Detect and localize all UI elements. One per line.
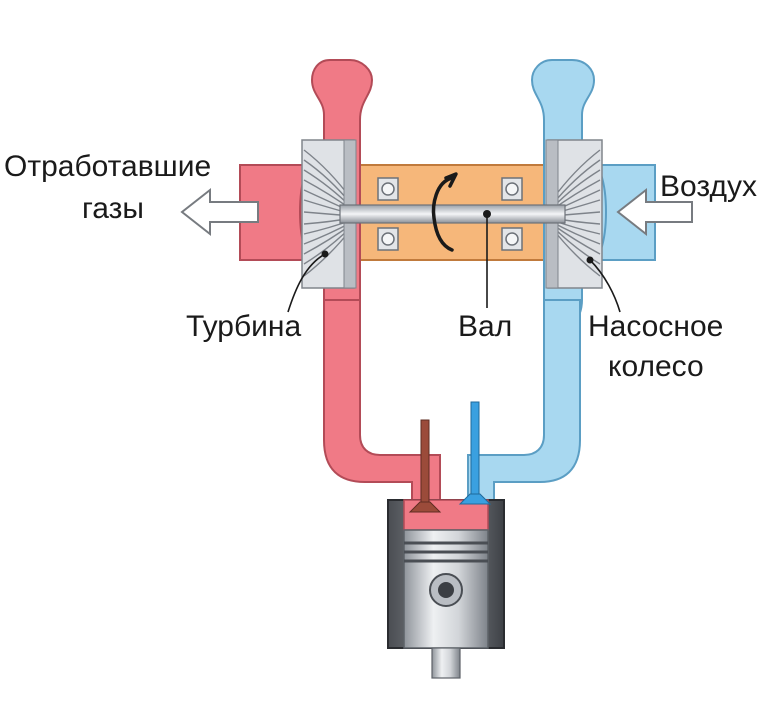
engine-cylinder [387, 499, 505, 679]
label-shaft: Вал [458, 310, 513, 343]
label-compressor-line2: колесо [608, 350, 704, 383]
intake-valve [458, 401, 492, 505]
label-turbine: Турбина [186, 310, 302, 343]
bearings [377, 177, 523, 251]
intake-arrow-icon [616, 187, 693, 237]
label-exhaust-line2: газы [82, 192, 144, 225]
exhaust-valve [408, 419, 442, 513]
label-compressor-line1: Насосное [588, 310, 724, 343]
exhaust-arrow-icon [180, 187, 259, 237]
compressor-leader [589, 259, 621, 313]
rotation-arrow-icon [431, 172, 458, 252]
shaft [339, 204, 566, 224]
label-air: Воздух [660, 170, 757, 203]
intake-pipe [467, 299, 581, 501]
label-exhaust-line1: Отработавшие [4, 150, 212, 183]
turbine-leader [287, 253, 326, 313]
